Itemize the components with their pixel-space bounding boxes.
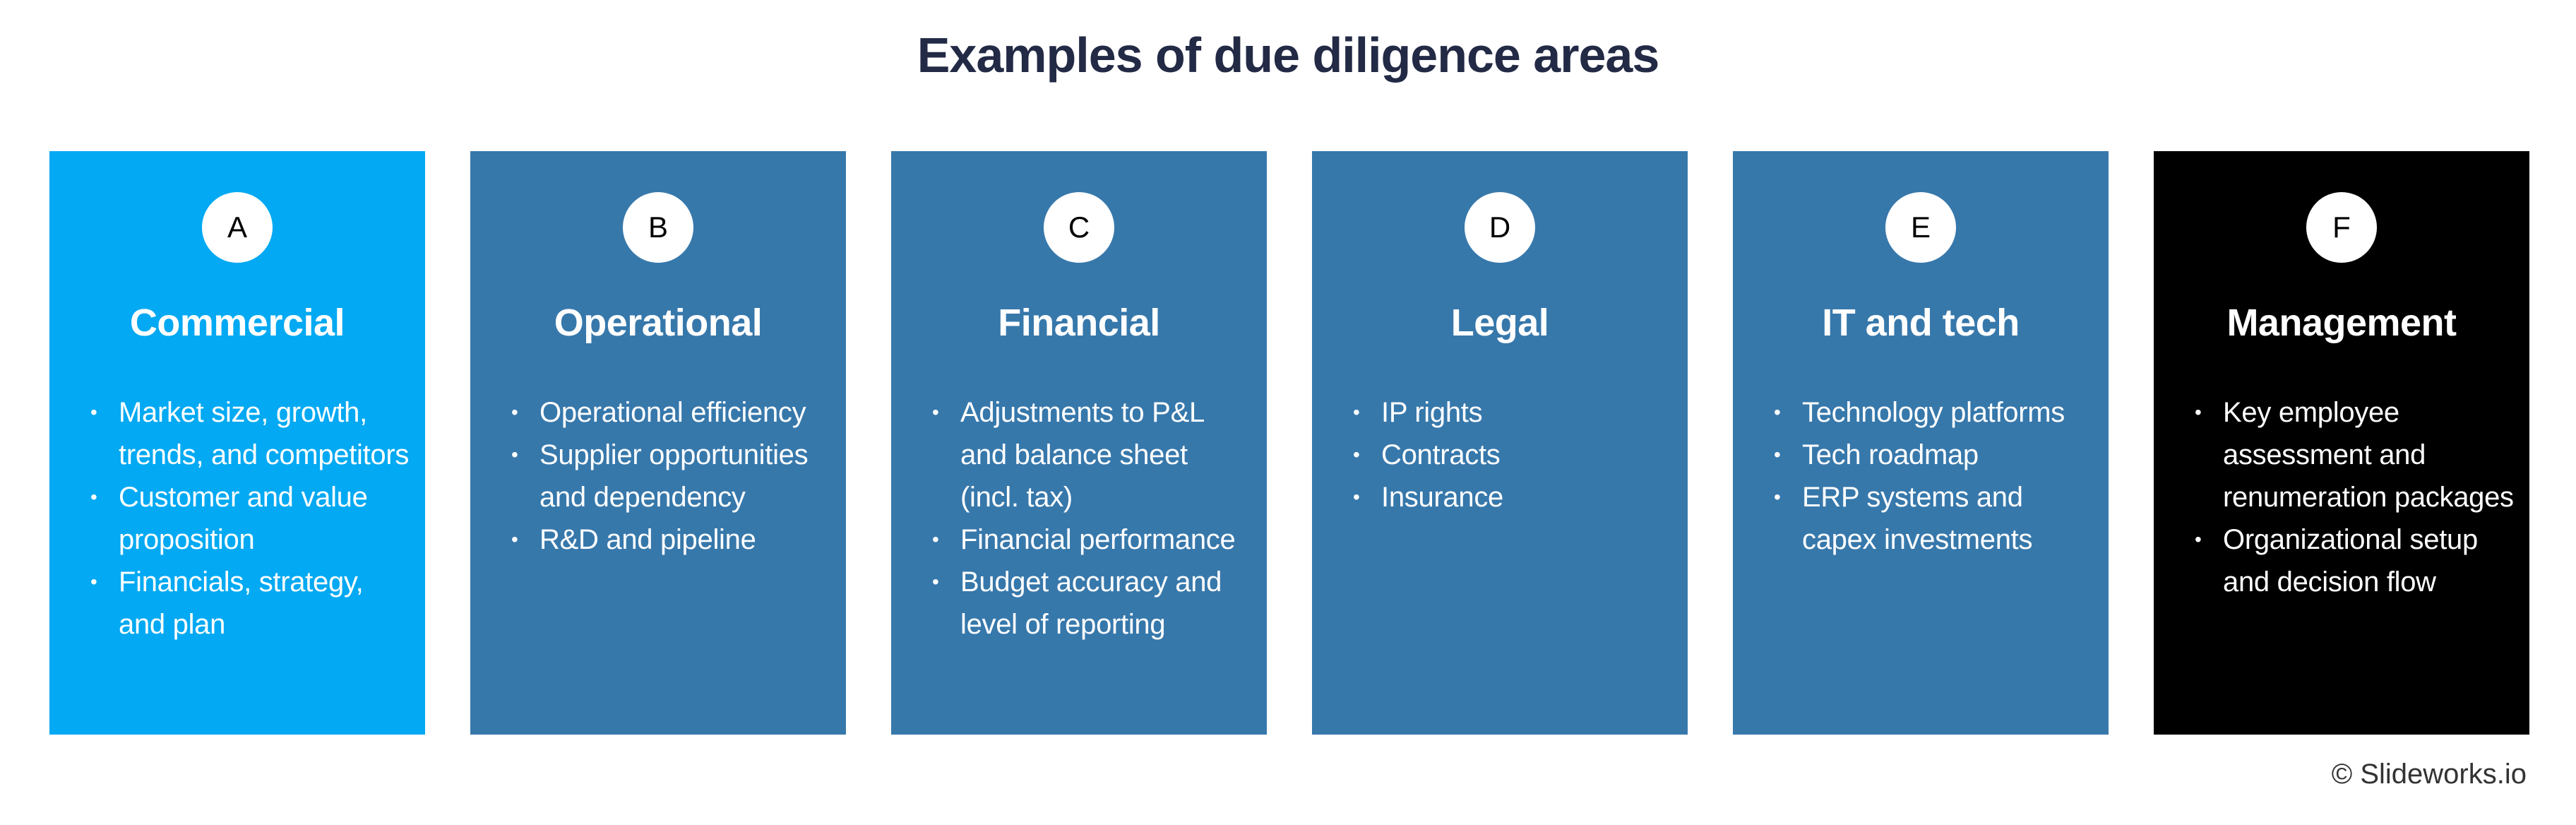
- list-item: • Financials, strategy, and plan: [90, 561, 411, 646]
- bullet-text: Supplier opportunities and dependency: [539, 439, 809, 513]
- copyright: © Slideworks.io: [2331, 759, 2527, 790]
- card-heading: Operational: [554, 302, 763, 344]
- card-heading: Legal: [1450, 302, 1549, 344]
- card-financial: C Financial • Adjustments to P&L and balan…: [891, 151, 1267, 735]
- letter-badge: D: [1465, 192, 1535, 263]
- list-item: • Market size, growth, trends, and compet…: [90, 391, 411, 476]
- list-item: • Technology platforms: [1774, 391, 2094, 434]
- letter-badge: B: [623, 192, 693, 263]
- list-item: • Customer and value proposition: [90, 476, 411, 561]
- bullet-icon: •: [2195, 401, 2202, 423]
- bullet-icon: •: [1353, 444, 1360, 465]
- bullet-text: Customer and value proposition: [119, 482, 368, 555]
- bullet-icon: •: [932, 571, 939, 593]
- card-legal: D Legal • IP rights • Contracts • Insurance: [1312, 151, 1688, 735]
- bullet-icon: •: [932, 401, 939, 423]
- bullet-text: Tech roadmap: [1802, 439, 1979, 470]
- card-heading: IT and tech: [1822, 302, 2020, 344]
- bullet-text: Adjustments to P&L and balance sheet (in…: [960, 397, 1204, 513]
- card-heading: Commercial: [129, 302, 345, 344]
- bullet-icon: •: [932, 528, 939, 550]
- list-item: • ERP systems and capex investments: [1774, 476, 2094, 561]
- list-item: • Contracts: [1353, 434, 1674, 476]
- bullet-text: Key employee assessment and renumeration…: [2223, 397, 2514, 513]
- letter-badge: A: [202, 192, 273, 263]
- bullet-icon: •: [1353, 486, 1360, 508]
- bullet-icon: •: [90, 486, 97, 508]
- card-heading: Management: [2226, 302, 2457, 344]
- bullet-text: Financial performance: [960, 524, 1236, 555]
- bullet-icon: •: [1774, 401, 1781, 423]
- bullet-text: Insurance: [1381, 482, 1503, 513]
- card-commercial: A Commercial • Market size, growth, trends…: [49, 151, 425, 735]
- bullet-text: Technology platforms: [1802, 397, 2065, 428]
- card-heading: Financial: [998, 302, 1160, 344]
- bullet-text: Budget accuracy and level of reporting: [960, 566, 1222, 640]
- bullet-list: • Operational efficiency • Supplier opportu…: [511, 391, 832, 561]
- bullet-text: IP rights: [1381, 397, 1483, 428]
- page-title: Examples of due diligence areas: [917, 28, 1660, 83]
- letter-badge: F: [2306, 192, 2377, 263]
- list-item: • Operational efficiency: [511, 391, 832, 434]
- letter-badge: C: [1044, 192, 1114, 263]
- bullet-icon: •: [1774, 444, 1781, 465]
- list-item: • R&D and pipeline: [511, 518, 832, 561]
- list-item: • Tech roadmap: [1774, 434, 2094, 476]
- bullet-icon: •: [1353, 401, 1360, 423]
- bullet-text: Market size, growth, trends, and competi…: [119, 397, 410, 470]
- list-item: • Insurance: [1353, 476, 1674, 518]
- bullet-list: • Technology platforms • Tech roadmap • ERP s…: [1774, 391, 2094, 561]
- bullet-text: Operational efficiency: [539, 397, 806, 428]
- list-item: • Adjustments to P&L and balance sheet (i…: [932, 391, 1253, 518]
- card-operational: B Operational • Operational efficiency • Sup…: [470, 151, 846, 735]
- bullet-list: • IP rights • Contracts • Insurance: [1353, 391, 1674, 518]
- bullet-icon: •: [1774, 486, 1781, 508]
- list-item: • Financial performance: [932, 518, 1253, 561]
- bullet-icon: •: [2195, 528, 2202, 550]
- card-it-and-tech: E IT and tech • Technology platforms • Tech …: [1733, 151, 2109, 735]
- list-item: • Budget accuracy and level of reporting: [932, 561, 1253, 646]
- bullet-list: • Adjustments to P&L and balance sheet (i…: [932, 391, 1253, 646]
- bullet-icon: •: [511, 444, 518, 465]
- card-management: F Management • Key employee assessment and…: [2154, 151, 2529, 735]
- bullet-text: ERP systems and capex investments: [1802, 482, 2033, 555]
- bullet-icon: •: [90, 571, 97, 593]
- list-item: • Supplier opportunities and dependency: [511, 434, 832, 518]
- bullet-icon: •: [90, 401, 97, 423]
- bullet-list: • Market size, growth, trends, and compet…: [90, 391, 411, 646]
- letter-badge: E: [1885, 192, 1956, 263]
- list-item: • Key employee assessment and renumeratio…: [2195, 391, 2515, 518]
- bullet-text: Contracts: [1381, 439, 1501, 470]
- bullet-text: Organizational setup and decision flow: [2223, 524, 2478, 598]
- bullet-text: Financials, strategy, and plan: [119, 566, 364, 640]
- bullet-list: • Key employee assessment and renumeratio…: [2195, 391, 2515, 603]
- list-item: • Organizational setup and decision flow: [2195, 518, 2515, 603]
- bullet-text: R&D and pipeline: [539, 524, 756, 555]
- bullet-icon: •: [511, 528, 518, 550]
- bullet-icon: •: [511, 401, 518, 423]
- list-item: • IP rights: [1353, 391, 1674, 434]
